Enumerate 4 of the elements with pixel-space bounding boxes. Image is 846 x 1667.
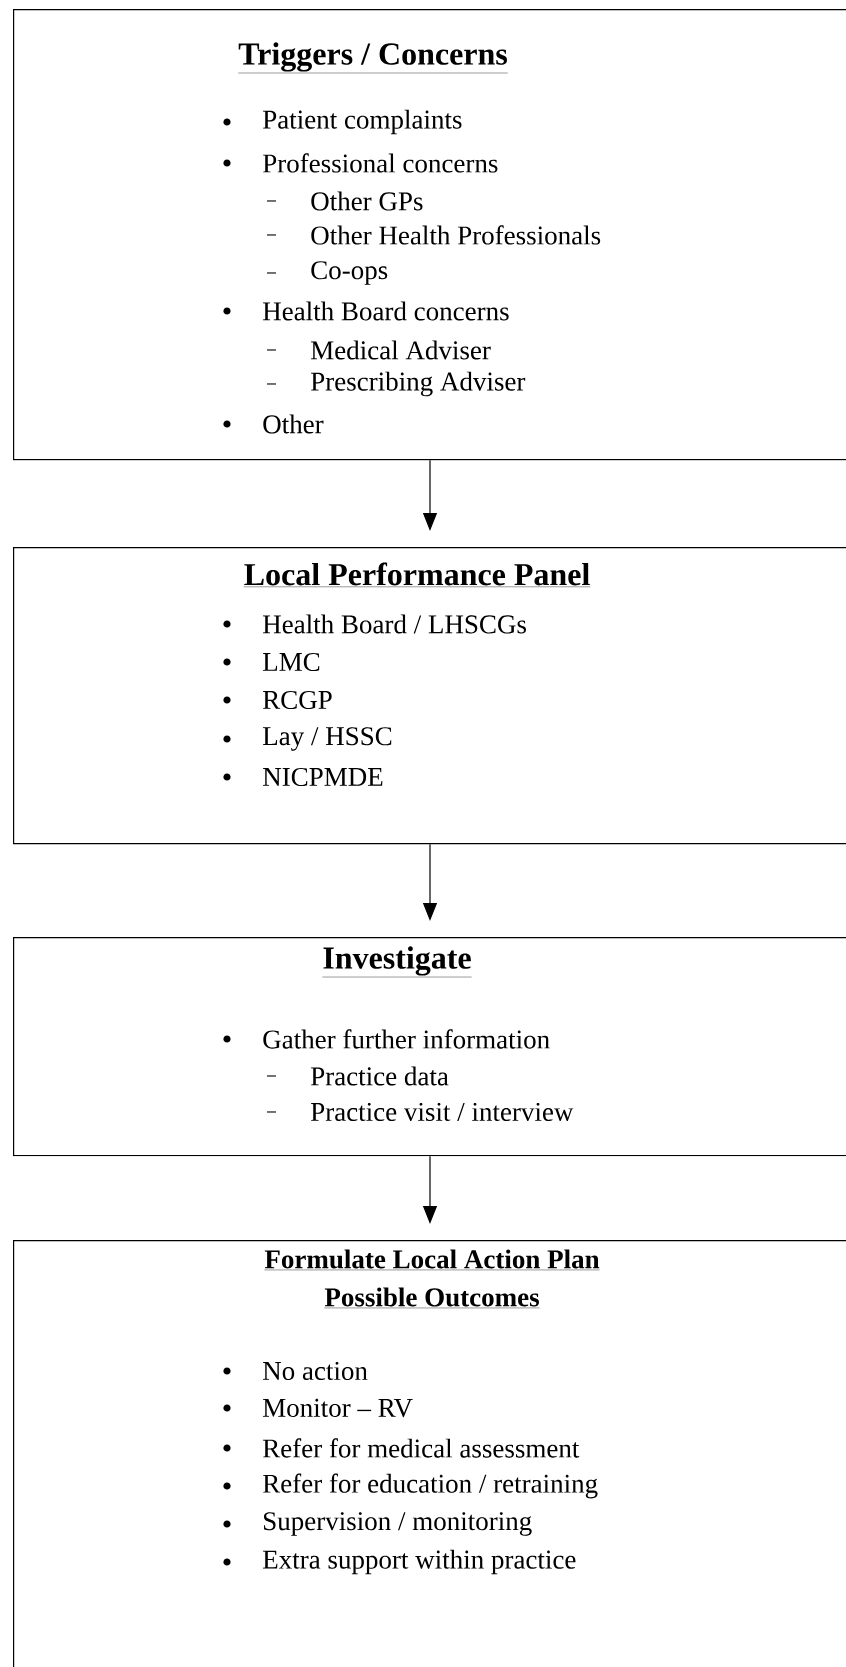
process-box: Investigate Gather further information Practice data Practice visit / interview (13, 937, 846, 1157)
process-box: Local Performance Panel Health Board / LHSCGs LMC RCGP Lay / HSSC NICPMDE (13, 547, 846, 845)
process-box: Triggers / Concerns Patient complaints Professional concerns Other GPs Other Health Professionals Co-ops Health Board concerns Medical Adviser Prescribing Adviser Other (13, 9, 846, 461)
process-box: Formulate Local Action Plan Possible Outcomes No action Monitor – RV Refer for medical assessment Refer for education / retraining Supervision / monitoring Extra support within practice (13, 1240, 846, 1667)
